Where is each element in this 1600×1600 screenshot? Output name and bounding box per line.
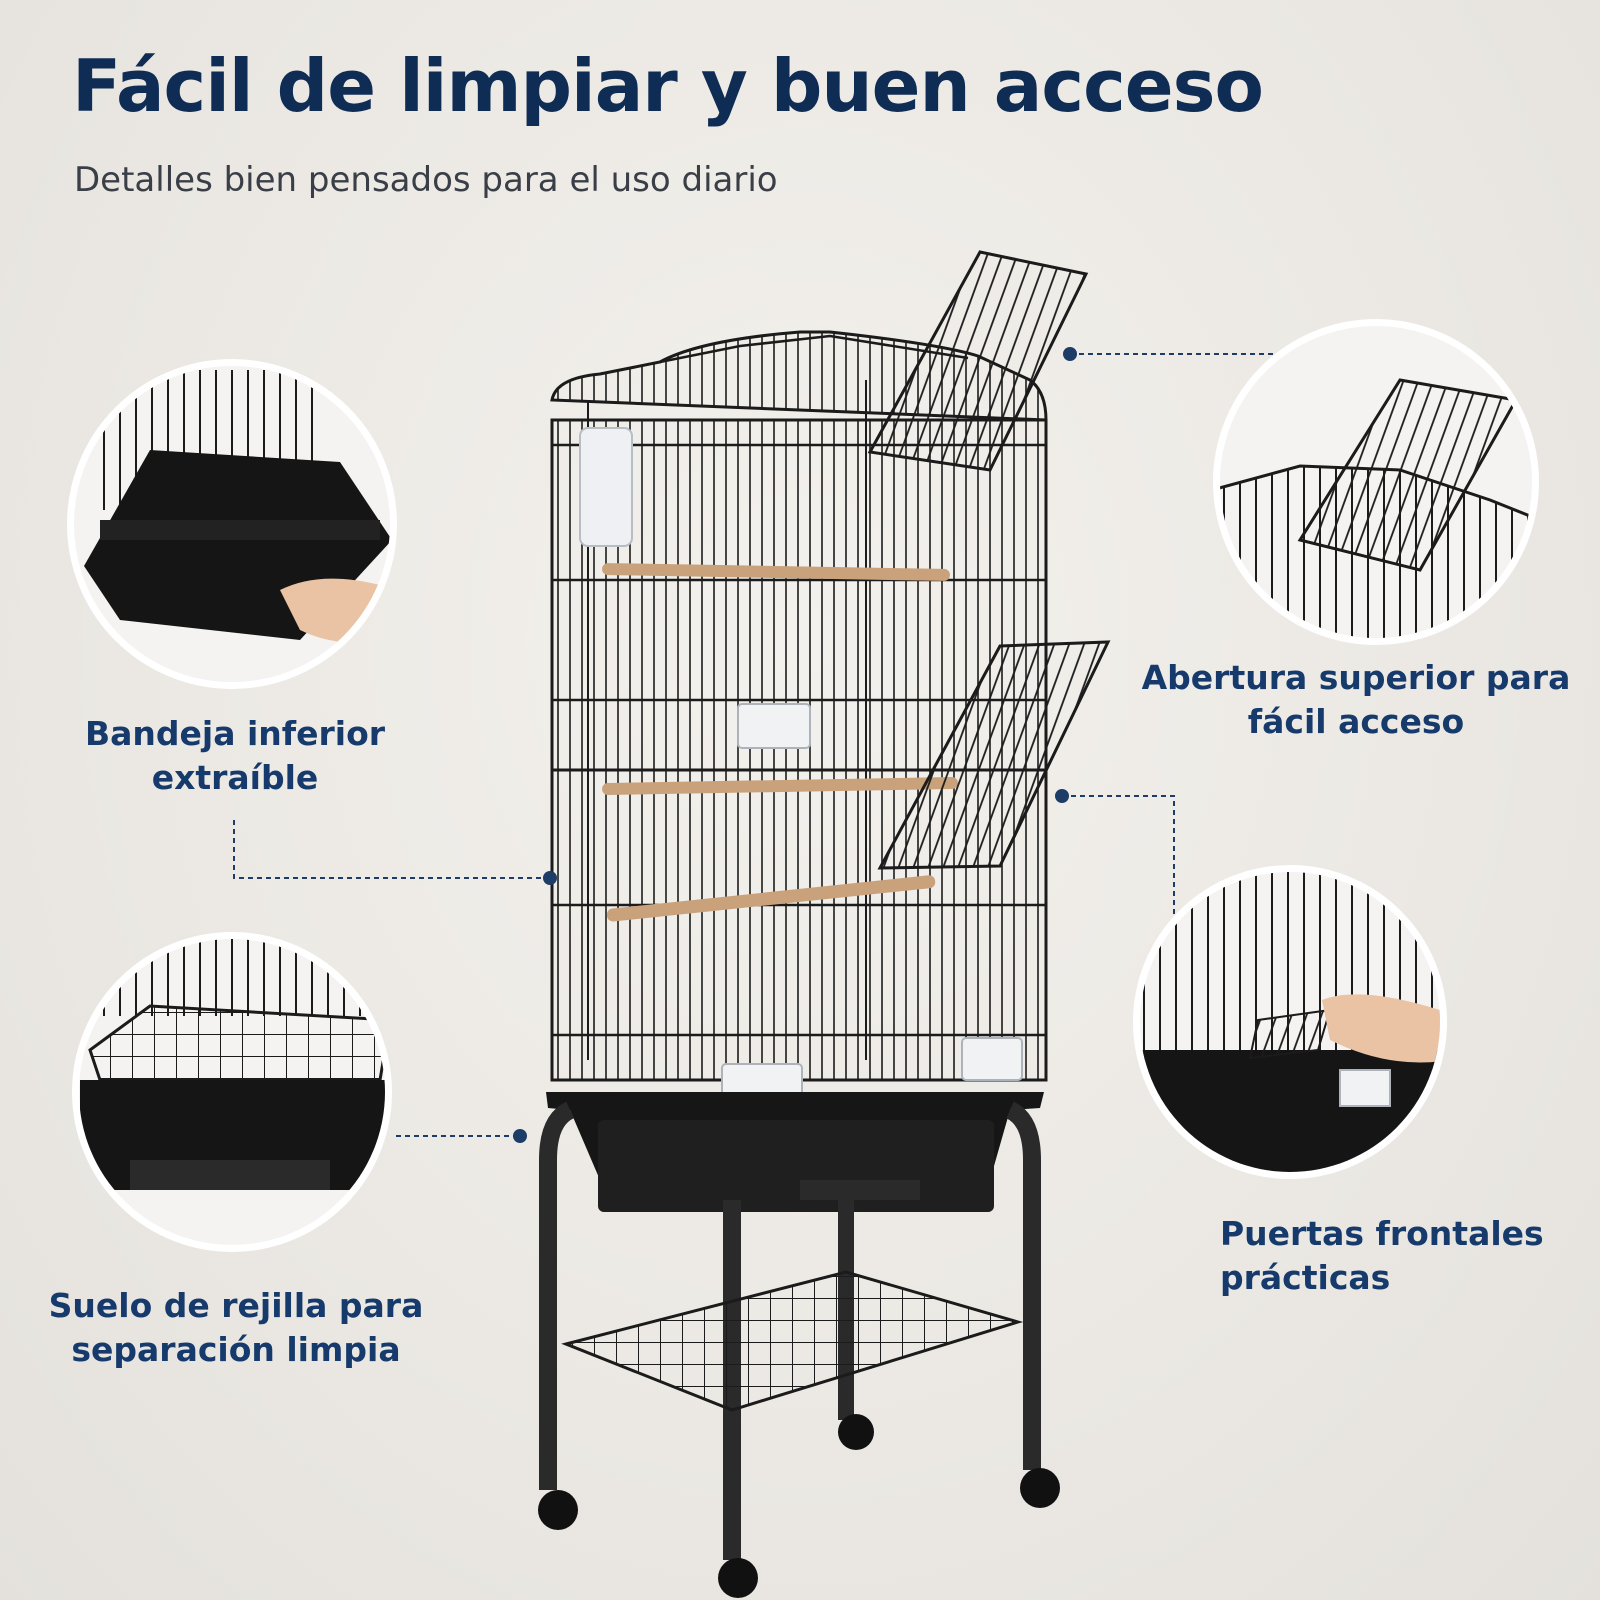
feature-label-grid-floor: Suelo de rejilla para separación limpia	[26, 1284, 446, 1372]
feature-label-top-opening: Abertura superior para fácil acceso	[1130, 656, 1582, 744]
feature-label-front-doors-line1: Puertas frontales	[1220, 1214, 1544, 1253]
feature-label-tray: Bandeja inferior extraíble	[70, 712, 400, 800]
side-door	[877, 640, 1111, 870]
feature-label-grid-floor-line2: separación limpia	[71, 1330, 401, 1369]
detail-circle-front-doors	[1133, 865, 1447, 1179]
detail-circle-top-opening	[1213, 319, 1539, 645]
cage-stand	[538, 1101, 1060, 1598]
detail-circle-tray	[67, 359, 397, 689]
detail-circle-grid-floor	[72, 932, 392, 1252]
callout-dots	[513, 347, 1077, 1143]
page-subtitle: Detalles bien pensados para el uso diari…	[74, 160, 778, 200]
feature-label-front-doors: Puertas frontales prácticas	[1220, 1212, 1580, 1300]
feature-label-grid-floor-line1: Suelo de rejilla para	[48, 1286, 424, 1325]
feature-label-tray-line1: Bandeja inferior	[84, 714, 386, 753]
feature-label-top-opening-line1: Abertura superior para	[1141, 658, 1571, 697]
feature-label-top-opening-line2: fácil acceso	[1247, 702, 1465, 741]
feature-label-tray-line2: extraíble	[151, 758, 319, 797]
bird-cage	[538, 250, 1111, 1598]
page-title: Fácil de limpiar y buen acceso	[72, 44, 1264, 128]
callout-lines	[233, 353, 1276, 1137]
feature-label-front-doors-line2: prácticas	[1220, 1258, 1391, 1297]
